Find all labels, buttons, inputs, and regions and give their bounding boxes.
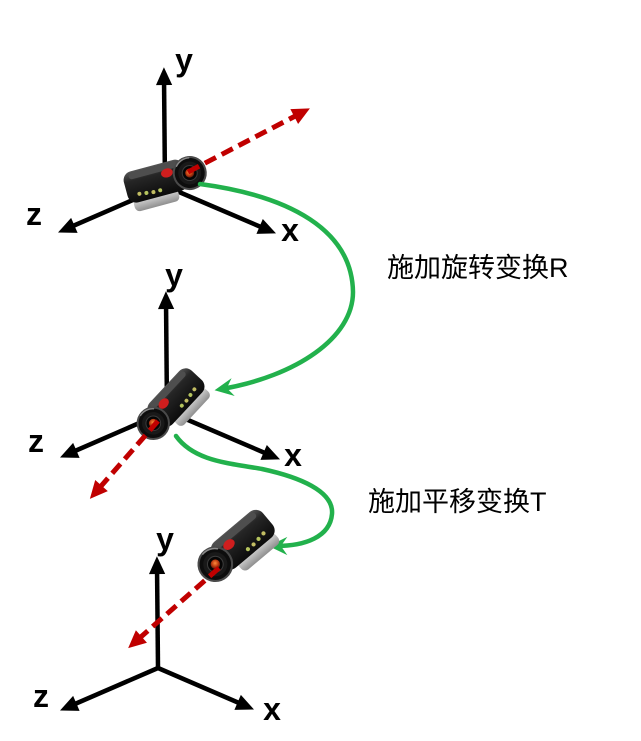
optical-axis-arrow-1 [186, 108, 310, 175]
optical-axis-arrow-2 [89, 419, 160, 499]
coordinate-frame-1: y z x [26, 42, 299, 248]
y-axis-label: y [175, 42, 193, 78]
x-axis-line [157, 665, 254, 710]
translation-transform-arrow [173, 433, 335, 556]
x-axis-label: x [281, 212, 299, 248]
z-axis-label: z [26, 196, 42, 232]
y-axis-label: y [156, 521, 174, 557]
x-axis-line [164, 183, 277, 234]
y-axis-line [148, 556, 166, 669]
rotation-transform-arrow [197, 181, 356, 396]
z-axis-label: z [28, 423, 44, 459]
x-axis-label: x [263, 691, 281, 727]
x-axis-label: x [284, 437, 302, 473]
rotation-label: 施加旋转变换R [387, 253, 569, 283]
y-axis-label: y [165, 257, 183, 293]
z-axis-label: z [33, 678, 49, 714]
coordinate-frame-3: y z x [33, 521, 281, 727]
coordinate-frame-2: y z x [28, 257, 302, 473]
translation-label: 施加平移变换T [368, 487, 547, 517]
z-axis-line [60, 665, 159, 711]
